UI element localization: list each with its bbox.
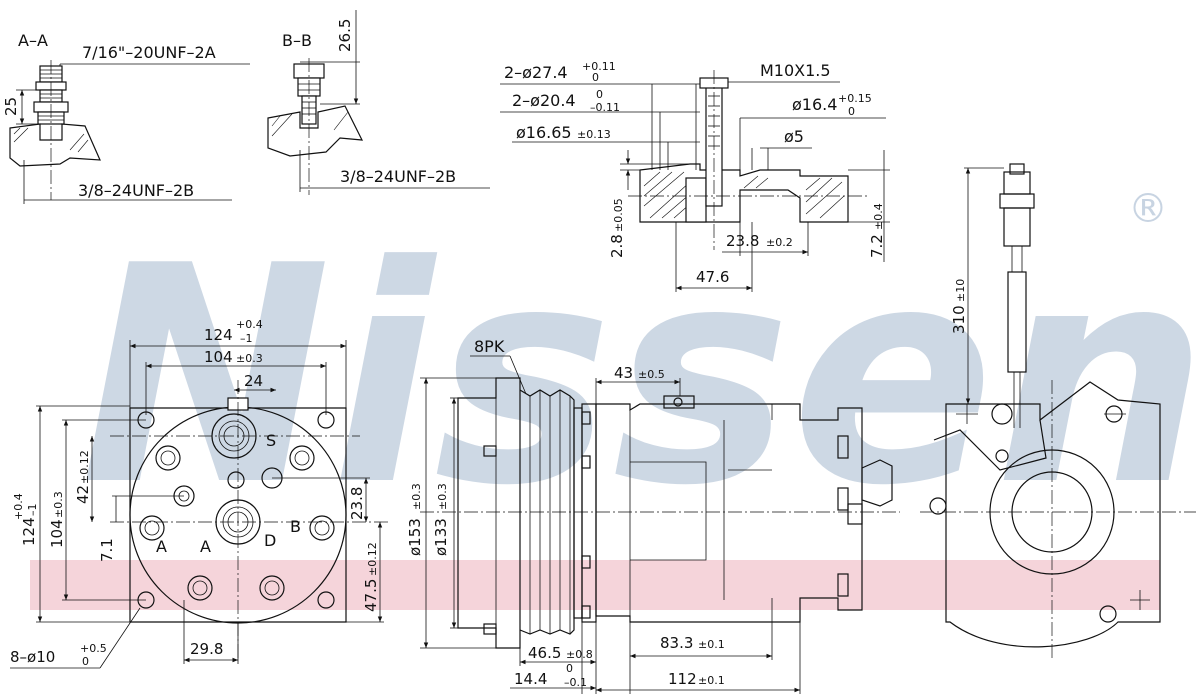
svg-text:±0.05: ±0.05	[612, 198, 625, 232]
bore-3-label: ø16.65	[516, 123, 572, 142]
bottom-offset-label: 29.8	[190, 640, 223, 658]
svg-text:0: 0	[82, 655, 89, 668]
holes-label: 8–ø10	[10, 648, 55, 666]
side-view: 8PK ø153 ±0.3 ø133 ±0.3	[406, 337, 900, 694]
width-inner-label: 104	[204, 348, 233, 366]
offset-475-label: 47.5	[362, 579, 380, 612]
svg-text:±0.3: ±0.3	[236, 352, 263, 365]
port-a-label: A	[200, 537, 211, 556]
svg-text:+0.11: +0.11	[582, 60, 616, 73]
svg-text:±0.1: ±0.1	[698, 674, 725, 687]
svg-text:±0.1: ±0.1	[698, 638, 725, 651]
dia-small-label: ø5	[784, 127, 804, 146]
svg-text:+0.15: +0.15	[838, 92, 872, 105]
svg-text:+0.4: +0.4	[236, 318, 263, 331]
svg-text:+0.4: +0.4	[12, 493, 25, 520]
svg-text:±0.12: ±0.12	[366, 542, 379, 576]
watermark-logo: Nissens	[80, 202, 1200, 551]
svg-text:±10: ±10	[954, 279, 967, 302]
svg-text:±0.2: ±0.2	[766, 236, 793, 249]
section-aa-height: 25	[2, 97, 20, 116]
svg-text:–0.11: –0.11	[590, 101, 620, 114]
section-bb-detail: B–B 26.5 3/8–24UNF–2B	[267, 10, 490, 195]
section-aa-thread-top: 7/16"–20UNF–2A	[82, 43, 216, 62]
bore-2-label: 2–ø20.4	[512, 91, 576, 110]
top-section-detail: 2–ø27.4 +0.11 0 2–ø20.4 0 –0.11 ø16.65 ±…	[500, 60, 890, 292]
height-inner-label: 104	[48, 519, 66, 548]
height-left-label: 2.8	[608, 234, 626, 258]
svg-text:0: 0	[596, 88, 603, 101]
body-width-label: 83.3	[660, 634, 693, 652]
section-bb-height: 26.5	[336, 19, 354, 52]
width-outer-label: 124	[204, 326, 233, 344]
section-bb-label: B–B	[282, 31, 312, 50]
cable-length-label: 310	[950, 305, 968, 334]
section-aa-label: A–A	[18, 31, 48, 50]
offset-label: 23.8	[726, 232, 759, 250]
svg-text:±0.3: ±0.3	[52, 491, 65, 518]
svg-text:±0.13: ±0.13	[577, 128, 611, 141]
height-outer-label: 124	[20, 517, 38, 546]
section-bb-thread-bottom: 3/8–24UNF–2B	[340, 167, 456, 186]
pink-band	[30, 560, 1160, 610]
height-right-label: 7.2	[868, 234, 886, 258]
total-length-label: 112	[668, 670, 697, 688]
dia-right-label: ø16.4	[792, 95, 837, 114]
bore-1-label: 2–ø27.4	[504, 63, 568, 82]
svg-text:–1: –1	[240, 332, 253, 345]
thread-label: M10X1.5	[760, 61, 831, 80]
offset-238-label: 23.8	[348, 487, 366, 520]
port-s-label: S	[266, 431, 276, 450]
svg-text:±0.3: ±0.3	[410, 483, 423, 510]
width-label: 47.6	[696, 268, 729, 286]
offset-71-label: 7.1	[98, 538, 116, 562]
front-view: 124 +0.4 –1 104 ±0.3 24	[10, 318, 390, 669]
registered-mark: ®	[1128, 186, 1168, 232]
offset-top-label: 43	[614, 364, 633, 382]
dia-inner-label: ø133	[432, 518, 450, 556]
svg-text:0: 0	[592, 71, 599, 84]
port-d-label: D	[264, 531, 276, 550]
svg-text:–1: –1	[26, 504, 39, 517]
svg-text:0: 0	[848, 105, 855, 118]
dia-outer-label: ø153	[406, 518, 424, 556]
pulley-type-label: 8PK	[474, 337, 505, 356]
port-b-label: B	[290, 517, 301, 536]
svg-text:±0.4: ±0.4	[872, 203, 885, 230]
rear-view: 310 ±10	[920, 163, 1196, 660]
front-offset-label: 14.4	[514, 670, 547, 688]
svg-text:±0.8: ±0.8	[566, 648, 593, 661]
svg-text:±0.12: ±0.12	[78, 450, 91, 484]
svg-text:±0.3: ±0.3	[436, 483, 449, 510]
svg-text:–0.1: –0.1	[564, 676, 587, 689]
svg-text:+0.5: +0.5	[80, 642, 107, 655]
port-a2-label: A	[156, 537, 167, 556]
section-aa-thread-bottom: 3/8–24UNF–2B	[78, 181, 194, 200]
svg-text:0: 0	[566, 662, 573, 675]
offset-42-label: 42	[74, 485, 92, 504]
section-aa-detail: A–A 7/16"–20UNF–2A 25 3/8–24UNF–2B	[2, 31, 250, 204]
svg-text:±0.5: ±0.5	[638, 368, 665, 381]
port-spacing-label: 24	[244, 372, 263, 390]
pulley-offset-label: 46.5	[528, 644, 561, 662]
